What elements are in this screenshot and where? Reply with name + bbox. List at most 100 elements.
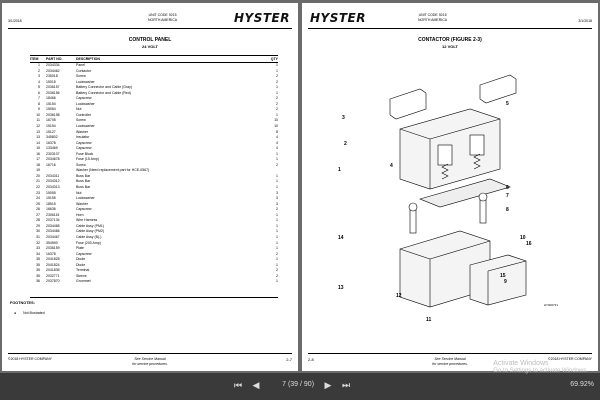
page-header: HYSTER UNIT CODE 9215 NORTH AMERICA 3/1/… xyxy=(308,9,592,29)
cell-item: 30 xyxy=(36,229,40,234)
cell-part-number: 2037134 xyxy=(46,218,60,223)
cell-description: Fuse (15 Amp) xyxy=(76,157,99,162)
page-footer: 2-8 See Service Manual for service proce… xyxy=(308,353,592,366)
cell-qty: 10 xyxy=(274,124,278,129)
cell-item: 6 xyxy=(38,90,40,95)
cell-item: 23 xyxy=(36,190,40,195)
cell-part-number: 2034311 xyxy=(46,173,60,178)
cell-item: 24 xyxy=(36,196,40,201)
cell-qty: 3 xyxy=(276,201,278,206)
bolt-shape xyxy=(409,208,417,234)
footnote-divider xyxy=(30,297,278,298)
cell-item: 27 xyxy=(36,212,40,217)
cell-qty: 2 xyxy=(276,101,278,106)
last-page-icon[interactable]: ⏭ xyxy=(341,380,351,390)
cell-item: 35 xyxy=(36,268,40,273)
housing-edge xyxy=(399,128,431,140)
previous-page-icon[interactable]: ◀ xyxy=(252,380,260,390)
cell-qty: 10 xyxy=(274,118,278,123)
cell-description: Terminal xyxy=(76,268,90,273)
cell-qty: 8 xyxy=(276,129,278,134)
top-bracket-shape xyxy=(479,74,517,104)
cell-qty: 1 xyxy=(276,246,278,251)
cell-item: 16 xyxy=(36,151,40,156)
cell-qty: 2 xyxy=(276,268,278,273)
cell-part-number: 2032771 xyxy=(46,273,60,278)
cell-item: 2 xyxy=(38,68,40,73)
cell-part-number: 2041825 xyxy=(46,257,60,262)
column-header-part: PART NO. xyxy=(46,55,76,63)
cell-description: Cable Assy (B(-) xyxy=(76,234,102,239)
next-page-icon[interactable]: ▶ xyxy=(324,380,332,390)
cell-item: 3 xyxy=(38,74,40,79)
cell-item: 8 xyxy=(38,101,40,106)
page-footer: ©2018 HYSTER COMPANY See Service Manual … xyxy=(8,353,292,366)
cell-description: Buss Bar xyxy=(76,173,91,178)
cell-description: Contactor xyxy=(76,68,92,73)
cell-item: 31 xyxy=(36,234,40,239)
callout-label: 5 xyxy=(506,101,509,107)
cell-item: 26 xyxy=(36,207,40,212)
housing-edge xyxy=(429,240,491,260)
cell-qty: 1 xyxy=(276,212,278,217)
cell-part-number: 2034312 xyxy=(46,179,60,184)
cell-item: 33 xyxy=(36,246,40,251)
callout-label: 9 xyxy=(504,279,507,285)
cell-description: Lockwasher xyxy=(76,79,95,84)
cell-description: Horn xyxy=(76,212,84,217)
cell-item: 20 xyxy=(36,173,40,178)
cell-qty: 2 xyxy=(276,79,278,84)
housing-edge xyxy=(399,248,431,260)
cell-qty: 1 xyxy=(276,90,278,95)
cell-part-number: 16636 xyxy=(46,207,56,212)
current-page-input[interactable] xyxy=(276,379,286,390)
cell-description: Screw xyxy=(76,118,86,123)
cell-description: Nut xyxy=(76,190,82,195)
cell-item: 29 xyxy=(36,223,40,228)
cell-part-number: 15155 xyxy=(46,196,56,201)
contact-plate xyxy=(419,178,511,208)
zoom-level[interactable]: 69.92% xyxy=(570,381,594,388)
cell-description: Fuse Block xyxy=(76,151,94,156)
header-date: 3/1/2018 xyxy=(578,19,592,23)
cell-item: 35 xyxy=(36,257,40,262)
footnote-item: ● Not Illustrated xyxy=(14,311,45,315)
cell-part-number: 15154 xyxy=(46,124,56,129)
cell-description: Capscrew xyxy=(76,96,92,101)
header-unit-code: UNIT CODE 9215 NORTH AMERICA xyxy=(148,13,178,22)
cell-item: 10 xyxy=(36,112,40,117)
cell-part-number: 15055 xyxy=(46,190,56,195)
footer-note: See Service Manual for service procedure… xyxy=(132,357,168,366)
cell-qty: 1 xyxy=(276,112,278,117)
cell-item: 14 xyxy=(36,140,40,145)
first-page-icon[interactable]: ⏮ xyxy=(233,380,243,390)
cell-qty: 1 xyxy=(276,223,278,228)
footer-copyright: ©2018 HYSTER COMPANY xyxy=(548,357,592,361)
column-header-qty: QTY xyxy=(268,55,278,63)
cell-description: Battery Connector and Cable (Gray) xyxy=(76,85,133,90)
cell-item: 18 xyxy=(36,162,40,167)
cell-qty: 1 xyxy=(276,173,278,178)
cell-part-number: 354590 xyxy=(46,240,58,245)
cell-description: Panel xyxy=(76,63,85,67)
housing-edge xyxy=(429,118,501,140)
cell-part-number: 2034678 xyxy=(46,157,60,162)
cell-qty: 1 xyxy=(276,257,278,262)
cell-part-number: 235018 xyxy=(46,74,58,79)
